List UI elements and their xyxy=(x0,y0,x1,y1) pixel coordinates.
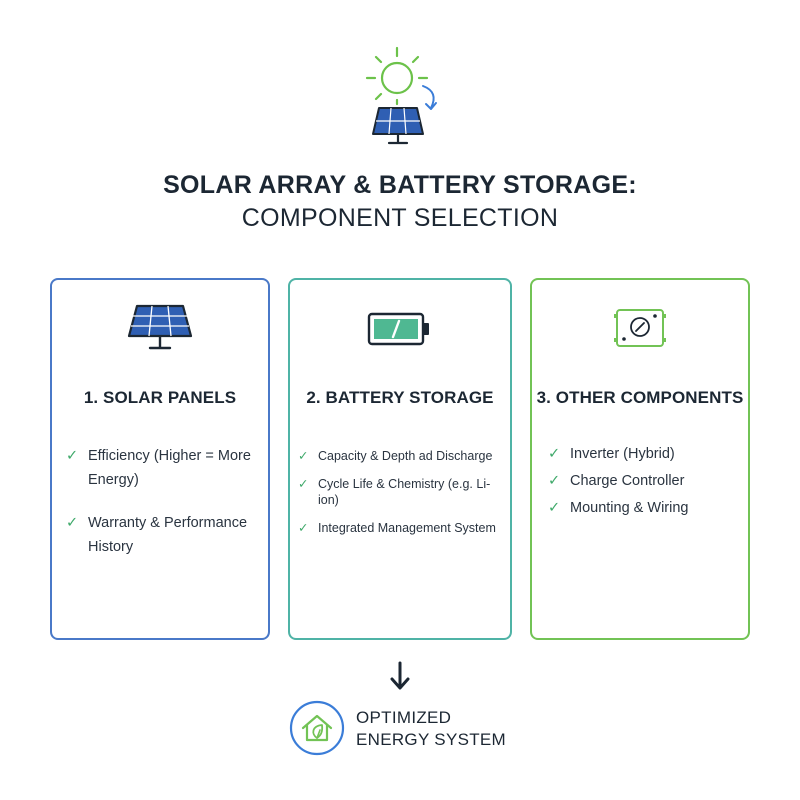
list-item: ✓ Inverter (Hybrid) xyxy=(548,445,740,463)
arrow-down-icon xyxy=(390,661,410,690)
list-item-label: Inverter (Hybrid) xyxy=(570,446,675,462)
result-label-line1: OPTIMIZED xyxy=(356,708,452,727)
list-item: ✓ Charge Controller xyxy=(548,472,740,490)
card-heading: 3. OTHER COMPONENTS xyxy=(536,388,744,407)
list-item: ✓ Efficiency (Higher = More Energy) xyxy=(66,444,260,492)
page-subtitle: COMPONENT SELECTION xyxy=(241,204,559,232)
sun-icon xyxy=(365,46,429,106)
list-item-label: Cycle Life & Chemistry (e.g. Li-ion) xyxy=(318,477,491,507)
list-item: ✓ Capacity & Depth ad Discharge xyxy=(298,448,502,464)
list-item-label: Warranty & Performance History xyxy=(88,515,248,555)
list-item: ✓ Warranty & Performance History xyxy=(66,511,260,559)
solar-panel-icon xyxy=(372,107,424,145)
check-icon: ✓ xyxy=(548,446,561,462)
feature-list: ✓ Efficiency (Higher = More Energy) ✓ Warr… xyxy=(66,444,260,578)
eco-house-icon xyxy=(289,700,345,756)
battery-icon xyxy=(367,312,429,346)
result-label: OPTIMIZED ENERGY SYSTEM xyxy=(356,707,506,751)
inverter-icon xyxy=(614,309,666,347)
card-heading: 1. SOLAR PANELS xyxy=(83,388,237,407)
feature-list: ✓ Capacity & Depth ad Discharge ✓ Cycle Li… xyxy=(298,448,502,548)
list-item-label: Efficiency (Higher = More Energy) xyxy=(88,448,251,488)
page-title: SOLAR ARRAY & BATTERY STORAGE: xyxy=(163,171,637,199)
card-battery-storage: 2. BATTERY STORAGE ✓ Capacity & Depth ad … xyxy=(288,278,512,640)
check-icon: ✓ xyxy=(548,500,561,516)
check-icon: ✓ xyxy=(548,473,561,489)
card-solar-panels: 1. SOLAR PANELS ✓ Efficiency (Higher = Mo… xyxy=(50,278,270,640)
curved-arrow-icon xyxy=(422,85,435,109)
list-item-label: Capacity & Depth ad Discharge xyxy=(318,449,493,463)
result-label-line2: ENERGY SYSTEM xyxy=(356,730,507,749)
check-icon: ✓ xyxy=(66,448,79,464)
card-other-components: 3. OTHER COMPONENTS ✓ Inverter (Hybrid) ✓… xyxy=(530,278,750,640)
card-heading: 2. BATTERY STORAGE xyxy=(306,388,494,407)
check-icon: ✓ xyxy=(298,477,309,491)
list-item: ✓ Integrated Management System xyxy=(298,520,502,536)
list-item: ✓ Cycle Life & Chemistry (e.g. Li-ion) xyxy=(298,476,502,508)
list-item-label: Charge Controller xyxy=(570,473,685,489)
sun-solar-panel-icon xyxy=(365,46,437,145)
check-icon: ✓ xyxy=(298,521,309,535)
list-item-label: Integrated Management System xyxy=(318,521,496,535)
check-icon: ✓ xyxy=(66,515,79,531)
feature-list: ✓ Inverter (Hybrid) ✓ Charge Controller ✓ M… xyxy=(548,445,740,526)
list-item-label: Mounting & Wiring xyxy=(570,500,689,516)
check-icon: ✓ xyxy=(298,449,309,463)
solar-panel-icon xyxy=(127,304,193,350)
list-item: ✓ Mounting & Wiring xyxy=(548,499,740,517)
